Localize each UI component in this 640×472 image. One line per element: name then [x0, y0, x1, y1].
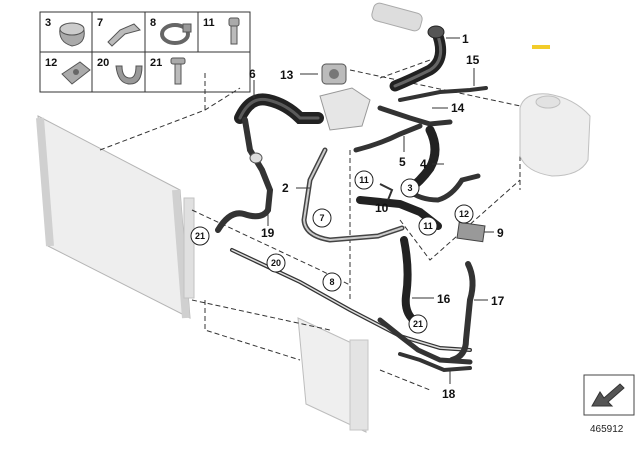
pipe-14 [377, 105, 453, 127]
auxiliary-cooler [297, 317, 369, 433]
thermostat-housing [319, 63, 371, 131]
circled-callout-20: 20 [266, 253, 286, 273]
svg-text:3: 3 [45, 17, 51, 29]
svg-text:1: 1 [462, 32, 469, 46]
svg-text:21: 21 [195, 231, 205, 241]
grid-cell-11: 11 [203, 17, 240, 45]
hose-clamp-icon [59, 22, 85, 47]
svg-text:20: 20 [97, 57, 109, 69]
svg-text:7: 7 [97, 17, 103, 29]
svg-text:6: 6 [249, 67, 256, 81]
callout-1: 1 [446, 32, 469, 46]
callout-14: 14 [432, 101, 465, 115]
callout-4: 4 [420, 157, 444, 171]
grid-cell-21: 21 [150, 57, 186, 85]
expansion-tank [519, 93, 591, 177]
callout-17: 17 [474, 294, 505, 308]
pipe-18 [377, 317, 473, 365]
circled-callouts: 11 3 7 11 12 21 20 8 [190, 170, 474, 334]
hose-1 [389, 30, 447, 92]
grid-cell-12: 12 [45, 57, 91, 85]
parts-grid: 3 7 8 11 12 [39, 11, 251, 93]
circled-callout-12: 12 [454, 204, 474, 224]
svg-text:17: 17 [491, 294, 505, 308]
svg-text:11: 11 [203, 17, 215, 29]
svg-text:11: 11 [359, 175, 369, 185]
callout-19: 19 [261, 212, 275, 240]
highlight-marker [532, 45, 550, 49]
svg-text:19: 19 [261, 226, 275, 240]
callout-9: 9 [484, 226, 504, 240]
svg-text:8: 8 [329, 277, 334, 287]
callout-18: 18 [442, 368, 456, 401]
grommet-icon [115, 65, 143, 85]
pipe-17 [449, 261, 476, 363]
grid-cell-7: 7 [97, 17, 141, 47]
callout-15: 15 [466, 53, 480, 86]
circled-callout-21b: 21 [408, 314, 428, 334]
svg-text:21: 21 [413, 319, 423, 329]
grid-cell-8: 8 [150, 17, 192, 45]
svg-text:11: 11 [423, 221, 433, 231]
svg-text:13: 13 [280, 68, 294, 82]
pipe-5 [353, 123, 423, 153]
arrow-icon [591, 383, 625, 407]
bracket-10 [379, 183, 394, 201]
callout-6: 6 [249, 67, 256, 98]
clip-nut-icon [61, 61, 91, 85]
grid-cell-3: 3 [45, 17, 85, 47]
svg-text:9: 9 [497, 226, 504, 240]
svg-text:7: 7 [319, 213, 324, 223]
svg-text:4: 4 [420, 157, 427, 171]
svg-text:20: 20 [271, 258, 281, 268]
svg-text:16: 16 [437, 292, 451, 306]
hoses [215, 2, 488, 373]
callout-5: 5 [399, 136, 406, 169]
svg-text:12: 12 [459, 209, 469, 219]
grid-cell-20: 20 [97, 57, 143, 85]
callout-16: 16 [412, 292, 451, 306]
svg-text:21: 21 [150, 57, 162, 69]
pipe-15 [398, 86, 488, 102]
svg-text:10: 10 [375, 201, 389, 215]
callout-10: 10 [375, 201, 389, 215]
svg-text:5: 5 [399, 155, 406, 169]
svg-text:2: 2 [282, 181, 289, 195]
bracket-9 [456, 221, 486, 243]
callouts: 1 2 4 5 6 9 10 13 14 [249, 32, 505, 401]
radiator [36, 115, 195, 319]
callout-13: 13 [280, 68, 318, 82]
circled-callout-8: 8 [322, 272, 342, 292]
svg-text:14: 14 [451, 101, 465, 115]
band-clamp-icon [160, 23, 192, 45]
circled-callout-11a: 11 [354, 170, 374, 190]
svg-text:3: 3 [407, 183, 412, 193]
svg-text:15: 15 [466, 53, 480, 67]
svg-text:12: 12 [45, 57, 57, 69]
hose-16 [400, 236, 420, 326]
screw-icon [228, 17, 240, 45]
circled-callout-7: 7 [312, 208, 332, 228]
svg-text:18: 18 [442, 387, 456, 401]
svg-text:8: 8 [150, 17, 156, 29]
circled-callout-11b: 11 [418, 216, 438, 236]
callout-2: 2 [282, 181, 310, 195]
bolt-icon [170, 57, 186, 85]
circled-callout-3: 3 [400, 178, 420, 198]
holder-bracket-icon [107, 23, 141, 47]
reference-number: 465912 [590, 424, 624, 435]
reference-symbol: 465912 [583, 374, 635, 435]
circled-callout-21a: 21 [190, 226, 210, 246]
